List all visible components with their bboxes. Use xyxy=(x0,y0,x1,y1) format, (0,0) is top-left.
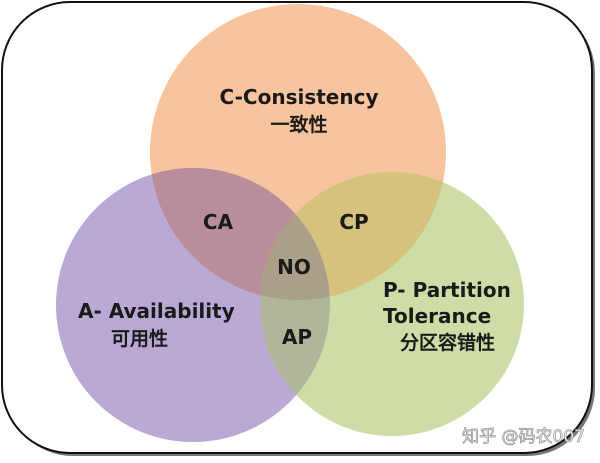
availability-title: A- Availability xyxy=(78,299,235,323)
ca-overlap xyxy=(150,168,330,300)
partition-title-line1: P- Partition xyxy=(383,278,511,302)
partition-title-line2: Tolerance xyxy=(383,304,491,328)
availability-subtitle: 可用性 xyxy=(111,327,168,350)
watermark: 知乎 @码农007 xyxy=(462,427,585,447)
ap-label: AP xyxy=(282,325,312,349)
consistency-subtitle: 一致性 xyxy=(270,113,327,136)
consistency-title: C-Consistency xyxy=(219,85,378,109)
cp-overlap xyxy=(260,172,446,300)
no-label: NO xyxy=(277,255,311,279)
cp-label: CP xyxy=(339,210,368,234)
ca-label: CA xyxy=(203,210,234,234)
partition-subtitle: 分区容错性 xyxy=(400,331,495,354)
